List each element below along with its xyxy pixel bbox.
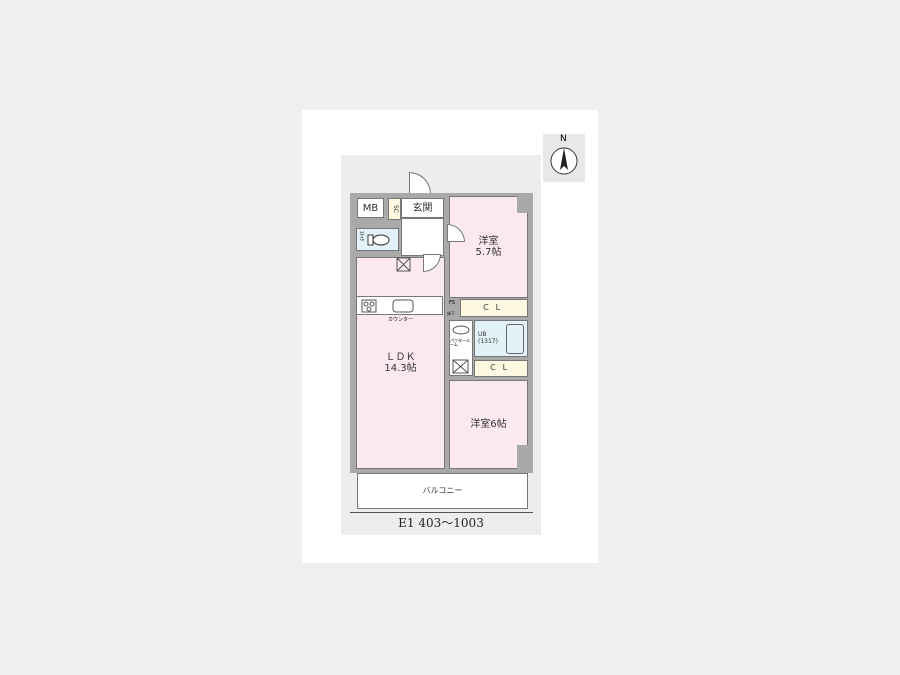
ub-size: (1317) <box>478 337 498 345</box>
kitchen-counter <box>356 296 443 315</box>
ventilation-icon <box>396 257 411 272</box>
room-mb: MB <box>357 198 384 218</box>
washbasin-icon <box>452 325 470 374</box>
ub-label: UB <box>478 330 487 338</box>
counter-label: カウンター <box>388 317 414 323</box>
plan-title: E1 403〜1003 <box>398 516 484 531</box>
pillar <box>517 445 533 473</box>
toilet-icon <box>367 234 390 246</box>
room-entrance: 玄関 <box>401 198 444 218</box>
bathtub-icon <box>506 324 524 354</box>
room-sc: SC <box>388 198 401 220</box>
room-western-2: 洋室6帖 <box>449 380 528 469</box>
room-toilet: ｽﾄｯｸ <box>356 228 399 251</box>
room-unit-bath: UB (1317) <box>474 320 528 357</box>
pillar <box>517 193 533 213</box>
north-arrow-icon <box>550 147 578 175</box>
western1-name: 洋室 <box>478 236 499 247</box>
room-washroom: パウダールーム <box>449 320 473 376</box>
stove-sink-icon <box>361 299 414 313</box>
hallway <box>401 218 444 256</box>
compass: N <box>543 134 585 182</box>
closet-1: ＣＬ <box>460 299 528 317</box>
washroom-label: パウダールーム <box>450 338 470 347</box>
balcony: バルコニー <box>357 473 528 509</box>
toilet-storage-label: ｽﾄｯｸ <box>358 231 364 242</box>
fs-label: FS <box>449 300 455 306</box>
western1-size: 5.7帖 <box>475 247 502 258</box>
ldk-size: 14.3帖 <box>384 363 417 374</box>
room-ldk: ＬＤＫ 14.3帖 <box>356 257 445 469</box>
underfloor-label: 床下 <box>447 311 455 316</box>
divider <box>350 512 533 513</box>
room-western-1: 洋室 5.7帖 <box>449 196 528 298</box>
closet-2: ＣＬ <box>474 360 528 377</box>
compass-label: N <box>560 134 567 144</box>
ldk-name: ＬＤＫ <box>385 352 416 363</box>
